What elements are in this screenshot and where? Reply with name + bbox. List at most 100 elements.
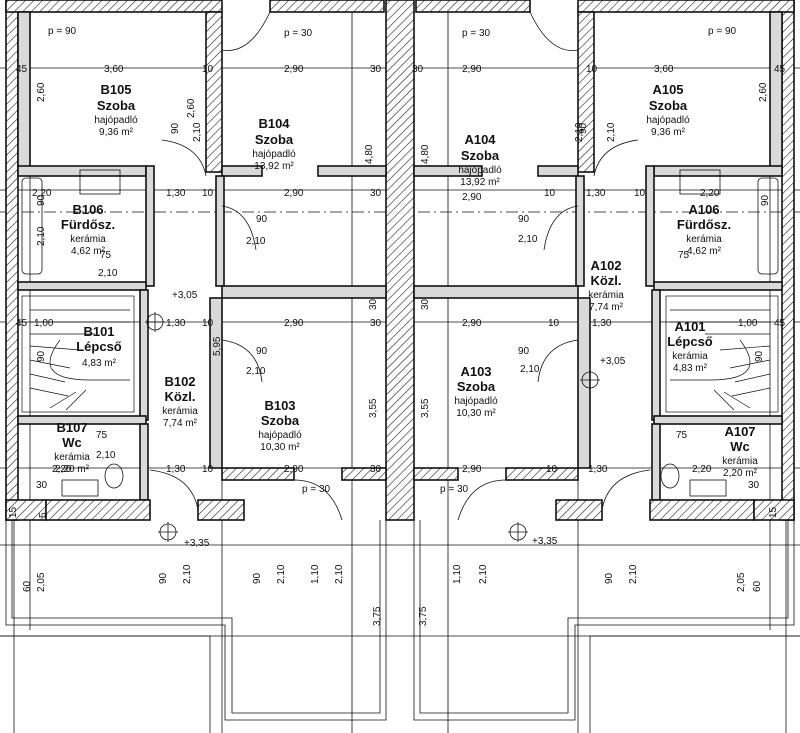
dim-height: 3,75 xyxy=(372,606,383,626)
dim-wall: 10 xyxy=(634,188,646,199)
dim-wall: 10 xyxy=(548,318,560,329)
room-b104: B104 Szoba hajópadló 13,92 m² xyxy=(252,116,296,172)
dim-wall: 30 xyxy=(412,64,424,75)
room-floor: hajópadló xyxy=(646,115,690,126)
dim-wall: 10 xyxy=(202,188,214,199)
dim-height: 2,10 xyxy=(182,564,193,584)
dim-height: 2,60 xyxy=(36,82,47,102)
dim-width: 2,90 xyxy=(462,64,482,75)
dim-height: 2,10 xyxy=(606,122,617,142)
room-code: A101 xyxy=(674,319,705,334)
dim-width: 1,30 xyxy=(586,188,606,199)
dim-height: 2,10 xyxy=(276,564,287,584)
room-code: A102 xyxy=(590,258,621,273)
dim-height: 2,10 xyxy=(192,122,203,142)
dim-height: 2,10 xyxy=(574,122,585,142)
dim-parapet-90: p = 90 xyxy=(48,26,77,37)
room-a104: A104 Szoba hajópadló 13,92 m² xyxy=(458,132,502,188)
dim-wall: 30 xyxy=(420,298,431,310)
dim-height: 2,10 xyxy=(36,226,47,246)
room-name: Lépcső xyxy=(667,334,713,349)
room-code: A106 xyxy=(688,202,719,217)
dim-parapet-30: p = 30 xyxy=(284,28,313,39)
dim-door: 90 xyxy=(256,346,268,357)
dim-wall: 10 xyxy=(586,64,598,75)
room-floor: hajópadló xyxy=(454,396,498,407)
room-a101: A101 Lépcső kerámia 4,83 m² xyxy=(667,319,713,374)
room-labels: B105 Szoba hajópadló 9,36 m² B104 Szoba … xyxy=(54,82,758,479)
room-area: 4,83 m² xyxy=(82,358,117,369)
room-floor: kerámia xyxy=(588,290,624,301)
dim-width: 1,30 xyxy=(588,464,608,475)
dim-wall: 30 xyxy=(370,188,382,199)
room-area: 2,20 m² xyxy=(723,468,758,479)
room-name: Szoba xyxy=(255,132,294,147)
room-a106: A106 Fürdősz. kerámia 4,62 m² xyxy=(677,202,731,257)
stair-right xyxy=(665,295,779,413)
dim-wall: 10 xyxy=(202,64,214,75)
dim-width: 1,30 xyxy=(166,318,186,329)
dim-door: 90 xyxy=(578,122,589,134)
dim-door: 75 xyxy=(678,250,690,261)
dim-width: 2,90 xyxy=(284,64,304,75)
room-code: B103 xyxy=(264,398,295,413)
dim-height: 60 xyxy=(752,580,763,592)
dim-height: 1,10 xyxy=(452,564,463,584)
dim-wall: 45 xyxy=(774,64,786,75)
room-area: 9,36 m² xyxy=(651,127,686,138)
room-name: Szoba xyxy=(457,379,496,394)
dim-width: 2,20 xyxy=(700,188,720,199)
dim-height: 2,05 xyxy=(736,572,747,592)
room-floor: kerámia xyxy=(672,351,708,362)
room-name: Szoba xyxy=(97,98,136,113)
room-name: Wc xyxy=(62,435,82,450)
doors xyxy=(149,11,651,521)
dim-door: 75 xyxy=(96,430,108,441)
level-label: +3,05 xyxy=(172,290,198,301)
dim-door: 75 xyxy=(676,430,688,441)
room-code: B102 xyxy=(164,374,195,389)
dim-width: 2,20 xyxy=(692,464,712,475)
room-code: B104 xyxy=(258,116,290,131)
dim-height: 2,60 xyxy=(186,98,197,118)
room-b105: B105 Szoba hajópadló 9,36 m² xyxy=(94,82,138,138)
dim-width: 2,10 xyxy=(96,450,116,461)
dim-width: 1,30 xyxy=(166,464,186,475)
room-name: Közl. xyxy=(590,273,621,288)
room-a105: A105 Szoba hajópadló 9,36 m² xyxy=(646,82,690,138)
room-floor: kerámia xyxy=(54,452,90,463)
dim-wall: 45 xyxy=(16,318,28,329)
room-area: 9,36 m² xyxy=(99,127,134,138)
dim-height: 2,10 xyxy=(628,564,639,584)
dim-door-height: 2,10 xyxy=(518,234,538,245)
dim-wall: 10 xyxy=(202,318,214,329)
room-name: Szoba xyxy=(649,98,688,113)
walls xyxy=(5,0,795,521)
dim-width: 2,10 xyxy=(98,268,118,279)
room-name: Szoba xyxy=(261,413,300,428)
room-area: 4,62 m² xyxy=(71,246,106,257)
dim-width: 2,20 xyxy=(32,188,52,199)
dim-door: 90 xyxy=(252,572,263,584)
dim-height: 3,55 xyxy=(420,398,431,418)
dim-height: 60 xyxy=(22,580,33,592)
dim-door: 90 xyxy=(754,350,765,362)
dim-width: 1,30 xyxy=(166,188,186,199)
room-code: B107 xyxy=(56,420,87,435)
room-area: 4,62 m² xyxy=(687,246,722,257)
room-b102: B102 Közl. kerámia 7,74 m² xyxy=(162,374,198,429)
dim-wall: 30 xyxy=(370,64,382,75)
terrace-outline xyxy=(0,520,800,733)
dim-wall: 45 xyxy=(16,64,28,75)
dim-wall: 10 xyxy=(544,188,556,199)
dim-height: 1,10 xyxy=(310,564,321,584)
dim-parapet-30: p = 30 xyxy=(462,28,491,39)
room-name: Fürdősz. xyxy=(677,217,731,232)
room-code: A103 xyxy=(460,364,491,379)
room-a107: A107 Wc kerámia 2,20 m² xyxy=(722,424,758,479)
dim-wall: 45 xyxy=(774,318,786,329)
dim-width: 2,90 xyxy=(462,192,482,203)
room-area: 10,30 m² xyxy=(260,442,300,453)
room-b106: B106 Fürdősz. kerámia 4,62 m² xyxy=(61,202,115,257)
